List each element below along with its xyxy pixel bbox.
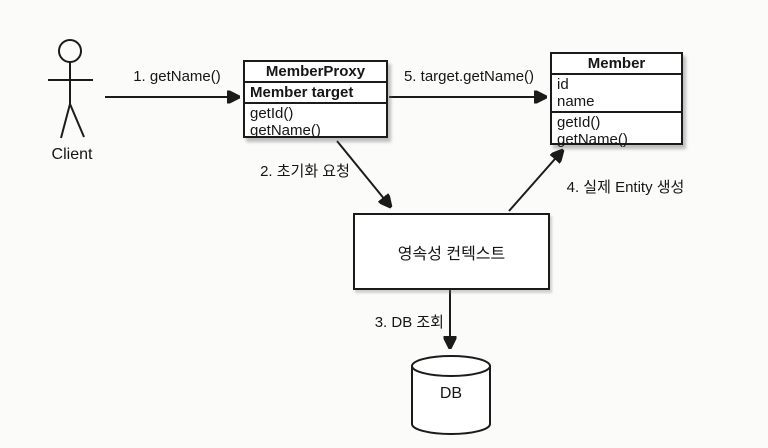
class-method-getid: getId() <box>250 105 294 122</box>
edge-label-create-entity: 4. 실제 Entity 생성 <box>566 179 685 196</box>
actor-leg-left <box>60 103 71 139</box>
class-box-memberproxy: MemberProxy Member target getId() getNam… <box>243 60 388 139</box>
edge-label-getname: 1. getName() <box>133 68 221 85</box>
database-cylinder <box>411 355 491 435</box>
edge-4-create-entity-arrow <box>508 151 562 212</box>
class-field-id: id <box>557 76 569 93</box>
class-field-name: name <box>557 93 595 110</box>
edge-2-init-request-arrow <box>336 140 390 206</box>
database-cylinder-body <box>411 366 491 435</box>
class-field-member-target: Member target <box>250 84 354 101</box>
actor-label: Client <box>51 146 93 163</box>
class-method-getid: getId() <box>557 114 601 131</box>
edge-label-db-query: 3. DB 조회 <box>374 314 444 331</box>
class-method-getname: getName() <box>250 122 321 139</box>
edge-label-target-getname: 5. target.getName() <box>403 68 535 85</box>
actor-figure <box>48 39 93 139</box>
actor-leg-right <box>69 103 85 138</box>
class-box-member: Member id name getId() getName() <box>550 52 683 148</box>
actor-head <box>58 39 82 63</box>
persistence-context-box: 영속성 컨텍스트 <box>353 213 550 290</box>
persistence-context-label: 영속성 컨텍스트 <box>397 245 506 263</box>
class-method-getname: getName() <box>557 131 628 148</box>
database-cylinder-top <box>411 355 491 377</box>
database-label: DB <box>439 385 463 402</box>
edge-label-init-request: 2. 초기화 요청 <box>260 163 350 180</box>
class-name-memberproxy: MemberProxy <box>245 62 386 83</box>
class-name-member: Member <box>552 54 681 75</box>
